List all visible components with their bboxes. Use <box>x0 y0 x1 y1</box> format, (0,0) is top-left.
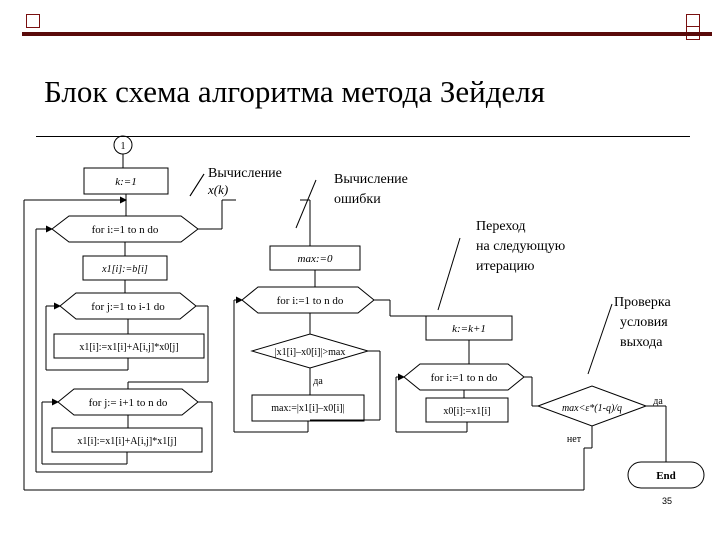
annotation-compute-x-1: Вычисление <box>208 166 282 181</box>
yes-label-2: да <box>653 396 663 407</box>
title-underline <box>36 136 690 137</box>
annotation-compute-err-1: Вычисление <box>334 172 408 187</box>
connector-label: 1 <box>121 141 126 152</box>
compare-max-text: |x1[i]–x0[i]|>max <box>275 347 346 358</box>
yes-label-1: да <box>313 376 323 387</box>
annotation-compute-x-2: x(k) <box>207 182 228 197</box>
x1-eq-b-text: x1[i]:=b[i] <box>101 264 148 275</box>
page-number: 35 <box>662 496 673 506</box>
annotation-next-iter-2: на следующую <box>476 239 565 254</box>
end-terminal <box>627 461 705 489</box>
for-j-1-text: for j:=1 to i-1 do <box>91 301 165 313</box>
max-init-text: max:=0 <box>298 253 333 265</box>
end-text: End <box>656 470 676 482</box>
k-increment-text: k:=k+1 <box>452 323 486 335</box>
max-update-text: max:=|x1[i]–x0[i]| <box>271 403 345 414</box>
annotation-check-exit-2: условия <box>620 315 668 330</box>
annotation-next-iter-1: Переход <box>476 219 526 234</box>
x1-update-1-box <box>53 333 205 359</box>
for-i-3-text: for i:=1 to n do <box>431 372 498 384</box>
k-init-text: k:=1 <box>115 176 136 188</box>
no-label: нет <box>567 434 582 445</box>
top-rule <box>22 32 712 36</box>
for-i-1-text: for i:=1 to n do <box>92 224 159 236</box>
annotation-next-iter-3: итерацию <box>476 259 534 274</box>
annotation-check-exit-1: Проверка <box>614 295 671 310</box>
slide-title: Блок схема алгоритма метода Зейделя <box>44 74 545 109</box>
x1-update-1-text: x1[i]:=x1[i]+A[i,j]*x0[j] <box>79 342 178 353</box>
x1-update-2-text: x1[i]:=x1[i]+A[i,j]*x1[j] <box>77 436 176 447</box>
for-i-2-text: for i:=1 to n do <box>277 295 344 307</box>
exit-condition-text: max<ε*(1-q)/q <box>562 403 622 414</box>
decor-square-icon <box>26 14 40 28</box>
x0-eq-x1-text: x0[i]:=x1[i] <box>443 406 490 417</box>
annotation-compute-err-2: ошибки <box>334 192 381 207</box>
annotation-check-exit-3: выхода <box>620 335 663 350</box>
top-decoration-bar <box>22 0 712 44</box>
for-j-2-text: for j:= i+1 to n do <box>89 397 168 409</box>
